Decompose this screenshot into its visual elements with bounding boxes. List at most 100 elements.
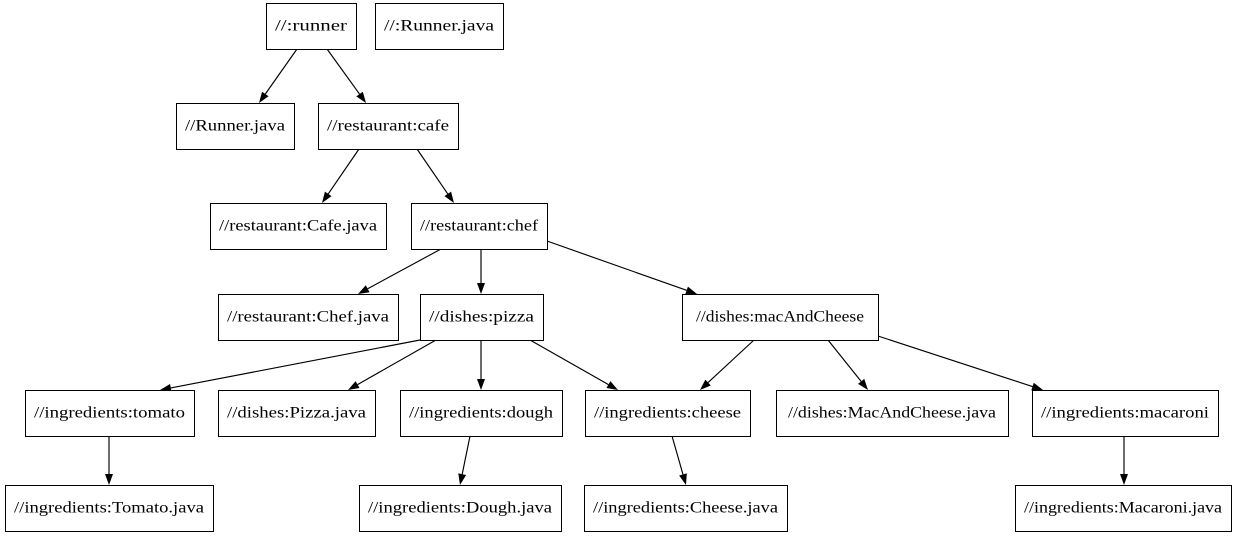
node-box[interactable] xyxy=(400,390,563,437)
node-box[interactable] xyxy=(266,3,357,50)
node-label: //ingredients:Cheese.java xyxy=(593,500,778,517)
graph-node-dishes_pizza[interactable]: //dishes:pizza xyxy=(420,294,544,341)
edge-arrowhead-icon xyxy=(606,381,618,390)
graph-node-chef_java[interactable]: //restaurant:Chef.java xyxy=(218,294,399,341)
node-label: //ingredients:macaroni xyxy=(1041,405,1210,422)
graph-edge xyxy=(1120,436,1128,485)
edge-arrowhead-icon xyxy=(685,286,697,295)
edge-arrowhead-icon xyxy=(1031,382,1043,391)
node-box[interactable] xyxy=(585,390,751,437)
graph-edge xyxy=(700,339,755,390)
edge-arrowhead-icon xyxy=(1120,474,1128,485)
edge-line xyxy=(671,435,684,475)
node-box[interactable] xyxy=(5,485,214,532)
graph-node-ing_tomato[interactable]: //ingredients:tomato xyxy=(25,390,195,437)
graph-node-runner[interactable]: //:runner xyxy=(266,3,357,50)
node-box[interactable] xyxy=(25,390,195,437)
graph-node-dough_java[interactable]: //ingredients:Dough.java xyxy=(359,485,562,532)
graph-node-ing_dough[interactable]: //ingredients:dough xyxy=(400,390,563,437)
node-label: //ingredients:dough xyxy=(409,405,553,422)
edge-arrowhead-icon xyxy=(348,381,360,390)
graph-edge xyxy=(259,48,298,103)
node-label: //ingredients:tomato xyxy=(34,405,185,422)
edge-line xyxy=(416,148,449,195)
node-label: //restaurant:Chef.java xyxy=(227,309,389,326)
edges-layer xyxy=(105,48,1128,485)
node-label: //Runner.java xyxy=(185,118,285,135)
edge-line xyxy=(367,248,442,290)
node-box[interactable] xyxy=(584,485,788,532)
graph-node-pizza_java[interactable]: //dishes:Pizza.java xyxy=(218,390,376,437)
node-label: //restaurant:chef xyxy=(420,218,539,235)
node-box[interactable] xyxy=(411,203,548,250)
graph-node-restaurant_chef[interactable]: //restaurant:chef xyxy=(411,203,548,250)
graph-edge xyxy=(477,340,485,390)
edge-line xyxy=(170,339,421,389)
node-label: //restaurant:cafe xyxy=(327,118,449,135)
node-box[interactable] xyxy=(359,485,562,532)
edge-arrowhead-icon xyxy=(105,474,113,485)
edge-arrowhead-icon xyxy=(477,283,485,294)
graph-edge xyxy=(877,335,1043,391)
graph-edge xyxy=(322,148,360,203)
node-label: //ingredients:Dough.java xyxy=(368,500,552,517)
graph-edge xyxy=(105,436,113,485)
edge-line xyxy=(326,48,361,95)
graph-node-mac_java[interactable]: //dishes:MacAndCheese.java xyxy=(776,390,1009,437)
graph-edge xyxy=(326,48,366,103)
node-box[interactable] xyxy=(375,3,504,50)
node-box[interactable] xyxy=(318,103,459,150)
node-box[interactable] xyxy=(420,294,544,341)
graph-edge xyxy=(477,249,485,294)
graph-node-dishes_mac[interactable]: //dishes:macAndCheese xyxy=(682,294,879,341)
node-box[interactable] xyxy=(218,390,376,437)
graph-node-tomato_java[interactable]: //ingredients:Tomato.java xyxy=(5,485,214,532)
node-label: //dishes:macAndCheese xyxy=(696,309,864,326)
edge-arrowhead-icon xyxy=(160,383,172,392)
edge-line xyxy=(461,435,471,475)
edge-arrowhead-icon xyxy=(259,91,269,103)
graph-node-restaurant_cafe[interactable]: //restaurant:cafe xyxy=(318,103,459,150)
graph-edge xyxy=(160,339,421,392)
node-box[interactable] xyxy=(218,294,399,341)
node-label: //ingredients:Macaroni.java xyxy=(1024,500,1222,517)
node-box[interactable] xyxy=(1032,390,1219,437)
graph-node-ing_cheese[interactable]: //ingredients:cheese xyxy=(585,390,751,437)
edge-arrowhead-icon xyxy=(358,285,370,294)
graph-edge xyxy=(358,248,442,294)
node-box[interactable] xyxy=(682,294,879,341)
graph-node-cheese_java[interactable]: //ingredients:Cheese.java xyxy=(584,485,788,532)
edge-arrowhead-icon xyxy=(858,378,868,390)
node-box[interactable] xyxy=(176,103,295,150)
graph-edge xyxy=(546,240,697,295)
edge-line xyxy=(827,339,862,382)
edge-line xyxy=(529,339,609,386)
edge-line xyxy=(546,240,687,291)
edge-arrowhead-icon xyxy=(700,379,711,390)
node-label: //restaurant:Cafe.java xyxy=(219,218,377,235)
graph-edge xyxy=(827,339,868,390)
node-box[interactable] xyxy=(1015,485,1232,532)
graph-edge xyxy=(458,435,471,485)
edge-line xyxy=(707,339,755,383)
node-label: //:runner xyxy=(275,18,348,35)
node-label: //dishes:pizza xyxy=(429,309,534,326)
edge-line xyxy=(327,148,360,195)
graph-node-macaroni_java[interactable]: //ingredients:Macaroni.java xyxy=(1015,485,1232,532)
graph-node-cafe_java[interactable]: //restaurant:Cafe.java xyxy=(210,203,387,250)
node-label: //dishes:MacAndCheese.java xyxy=(788,405,996,422)
edge-arrowhead-icon xyxy=(679,473,687,485)
node-box[interactable] xyxy=(210,203,387,250)
graph-node-runner_java[interactable]: //Runner.java xyxy=(176,103,295,150)
node-label: //ingredients:cheese xyxy=(594,405,741,422)
graph-edge xyxy=(416,148,454,203)
graph-node-runner_java_root[interactable]: //:Runner.java xyxy=(375,3,504,50)
graph-edge xyxy=(529,339,618,390)
graph-node-ing_macaroni[interactable]: //ingredients:macaroni xyxy=(1032,390,1219,437)
graph-edge xyxy=(348,339,437,390)
nodes-layer: //:runner //:Runner.java //Runner.java //re… xyxy=(5,3,1232,532)
node-box[interactable] xyxy=(776,390,1009,437)
edge-arrowhead-icon xyxy=(322,191,332,203)
node-label: //dishes:Pizza.java xyxy=(227,405,366,422)
